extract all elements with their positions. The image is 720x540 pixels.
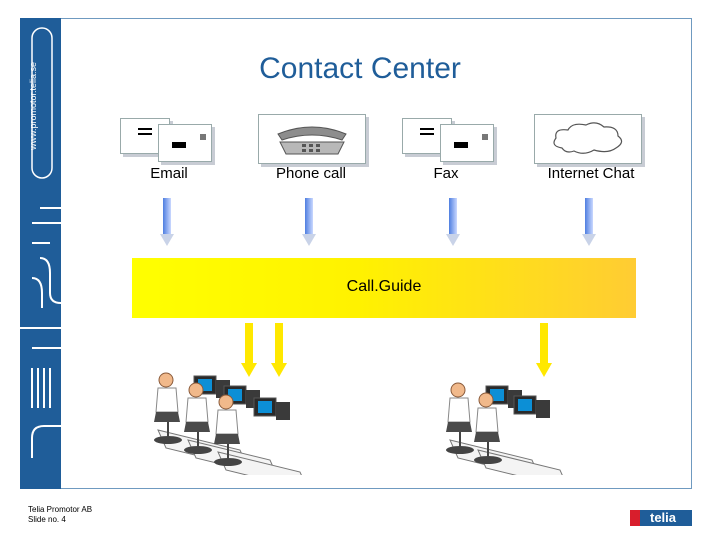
callguide-bar: Call.Guide xyxy=(132,258,636,318)
blue-arrow-chat xyxy=(582,198,596,246)
yellow-arrow-2 xyxy=(271,323,287,377)
channel-label-fax: Fax xyxy=(433,165,459,182)
svg-text:www.promotor.telia.se: www.promotor.telia.se xyxy=(28,62,38,151)
cloud-icon xyxy=(534,112,642,164)
blue-arrow-email xyxy=(160,198,174,246)
channel-label-phone: Phone call xyxy=(275,165,347,182)
telia-logo: telia xyxy=(630,510,692,526)
phone-icon xyxy=(258,112,366,164)
agents-group-left xyxy=(154,372,309,475)
yellow-arrow-1 xyxy=(241,323,257,377)
agents-group-right xyxy=(445,382,569,475)
fax-icon xyxy=(400,112,508,164)
blue-arrow-phone xyxy=(302,198,316,246)
footer: Telia Promotor AB Slide no. 4 xyxy=(28,505,92,525)
footer-slide-number: Slide no. 4 xyxy=(28,515,66,524)
callguide-label: Call.Guide xyxy=(346,278,422,295)
blue-arrow-fax xyxy=(446,198,460,246)
logo-red-block xyxy=(630,510,640,526)
yellow-arrow-3 xyxy=(536,323,552,377)
email-icon xyxy=(118,112,226,164)
channel-label-chat: Internet Chat xyxy=(547,165,635,182)
sidebar-decoration: www.promotor.telia.se xyxy=(20,18,61,489)
slide-title: Contact Center xyxy=(259,52,461,85)
url-text-vertical: www.promotor.telia.se xyxy=(28,62,38,151)
channel-label-email: Email xyxy=(150,165,188,182)
logo-text: telia xyxy=(650,510,677,525)
slide-frame xyxy=(20,18,692,489)
footer-company: Telia Promotor AB xyxy=(28,505,93,514)
